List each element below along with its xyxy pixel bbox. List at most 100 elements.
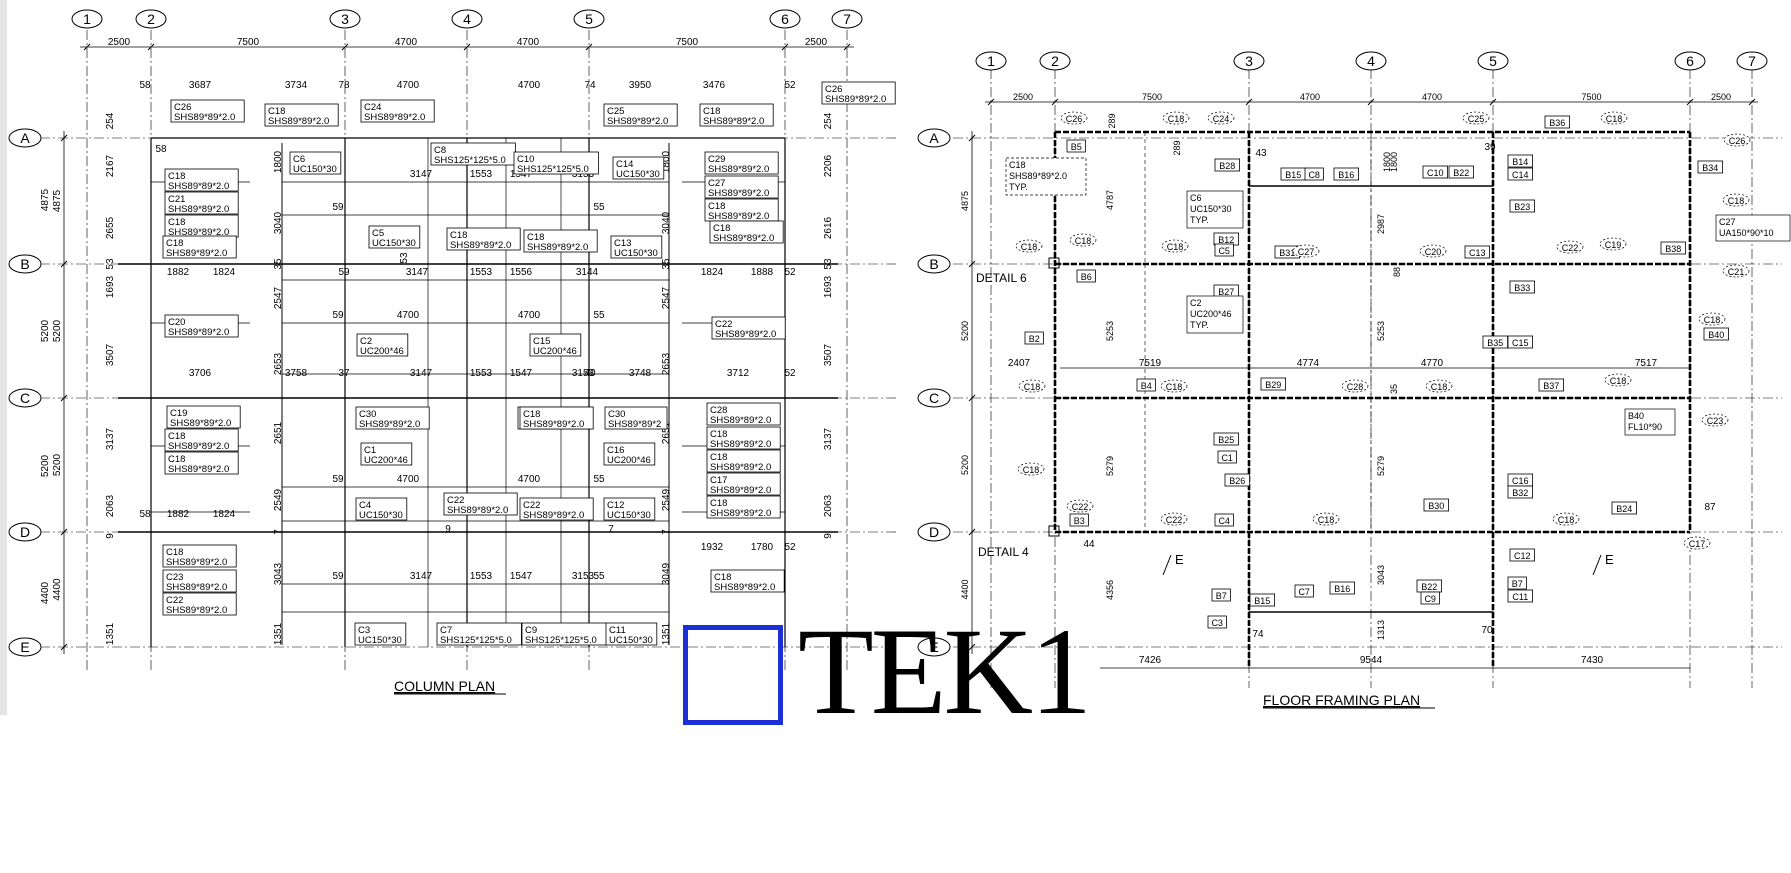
fp-bay-dimension-x: 7500 <box>1142 92 1162 102</box>
fp-bay-dimension-y: 5200 <box>960 321 970 341</box>
beam-tag-box <box>1507 485 1534 499</box>
column-plan-dimension: 59 <box>332 474 344 485</box>
column-ref-bubble <box>1722 193 1750 207</box>
column-plan-dimension-vertical: 4400 <box>40 581 51 604</box>
fp-vertical-dimension: 2987 <box>1376 214 1386 234</box>
column-plan-dimension-vertical: 2063 <box>105 494 116 517</box>
beam-tag-label: C9 <box>1424 594 1436 604</box>
column-ref-label: C18 <box>1704 315 1721 325</box>
fp-bay-dimension-x: 4700 <box>1422 92 1442 102</box>
fp-row-dimension: 2407 <box>1008 358 1031 369</box>
grid-bubble-label-D: D <box>20 524 30 540</box>
column-plan-dimension-vertical: 2655 <box>105 216 116 239</box>
column-plan-dimension-vertical: 2063 <box>823 494 834 517</box>
column-tag-id: C1 <box>364 445 376 456</box>
column-tag-size: SHS125*125*5.0 <box>440 635 512 646</box>
column-tag-size: UC150*30 <box>372 238 416 249</box>
fp-grid-bubble-label-3: 3 <box>1245 53 1253 69</box>
column-plan-dimension: 3950 <box>629 80 652 91</box>
fp-bay-dimension-x: 2500 <box>1013 92 1033 102</box>
beam-tag-label: B37 <box>1543 381 1559 391</box>
note-line: UC150*30 <box>1190 204 1232 214</box>
fp-bay-dimension-y: 5200 <box>960 455 970 475</box>
column-tag-box <box>706 402 781 426</box>
column-plan-small-mark: 53 <box>399 252 410 264</box>
column-plan-dimension: 3748 <box>629 368 652 379</box>
dimension-tick <box>968 134 976 142</box>
column-plan-dimension-vertical: 4875 <box>40 188 51 211</box>
column-tag-size: SHS89*89*2.0 <box>359 419 420 430</box>
fp-grid-bubble-label-E: E <box>929 639 938 655</box>
beam-tag-label: C15 <box>1512 338 1529 348</box>
column-plan-dimension: 3758 <box>285 368 308 379</box>
fp-grid-bubble-label-D: D <box>929 524 939 540</box>
column-tag-size: SHS89*89*2.0 <box>166 605 227 616</box>
column-tag-box <box>605 622 658 646</box>
left-window-edge <box>0 0 7 715</box>
column-plan-dimension: 59 <box>332 310 344 321</box>
fp-vertical-dimension: 289 <box>1172 140 1182 155</box>
beam-tag-box <box>1464 245 1491 259</box>
beam-tag-box <box>1448 165 1475 179</box>
column-plan-dimension-vertical: 53 <box>105 258 116 270</box>
column-tag-size: SHS125*125*5.0 <box>517 164 589 175</box>
fp-vertical-dimension: 5279 <box>1376 456 1386 476</box>
fp-bay-dimension-x: 7500 <box>1581 92 1601 102</box>
beam-tag-label: B2 <box>1029 334 1040 344</box>
note-line: FL10*90 <box>1628 422 1662 432</box>
column-plan-dimension-vertical: 2547 <box>661 286 672 309</box>
column-tag-id: C4 <box>359 500 371 511</box>
column-plan-dimension-vertical: 3507 <box>823 343 834 366</box>
grid-bubble-2 <box>135 9 167 29</box>
column-plan-dimension-vertical: 2167 <box>105 154 116 177</box>
dimension-tick <box>1686 98 1694 106</box>
bay-dimension-x: 4700 <box>395 37 418 48</box>
column-tag-size: SHS89*89*2 <box>608 419 661 430</box>
column-plan-dimension-vertical: 35 <box>661 258 672 270</box>
bay-dimension-y: 4400 <box>52 578 63 601</box>
beam-tag-label: C7 <box>1298 587 1310 597</box>
beam-tag-box <box>1249 593 1276 607</box>
member-tags: C26SHS89*89*2.0C18SHS89*89*2.0C24SHS89*8… <box>162 81 896 646</box>
note-box <box>1186 295 1244 334</box>
beam-tag-label: C5 <box>1218 246 1230 256</box>
column-tag-box <box>610 235 663 259</box>
column-ref-label: C18 <box>1021 242 1038 252</box>
column-tag-id: C18 <box>168 454 185 465</box>
beam-tag-box <box>1703 327 1730 341</box>
column-tag-id: C17 <box>710 475 727 486</box>
column-tag-box <box>166 405 241 429</box>
fp-row-dimension: 7517 <box>1635 358 1658 369</box>
grid-bubble-label-2: 2 <box>147 11 155 27</box>
column-plan-dimension: 55 <box>593 474 605 485</box>
column-tag-box <box>529 333 582 357</box>
beam-tag-box <box>1294 584 1314 598</box>
beam-tag-box <box>1420 591 1440 605</box>
fp-vertical-dimension: 88 <box>1392 267 1402 277</box>
column-tag-id: C18 <box>527 232 544 243</box>
column-plan-dimension: 55 <box>593 571 605 582</box>
column-tag-box <box>519 497 594 521</box>
beam-tag-label: B22 <box>1421 582 1437 592</box>
column-tag-box <box>162 569 237 593</box>
column-tag-box <box>356 333 409 357</box>
note-box <box>1005 157 1087 196</box>
fp-bay-dimension-x: 4700 <box>1300 92 1320 102</box>
column-plan-dimension: 4700 <box>397 80 420 91</box>
column-plan-dimension-vertical: 2206 <box>823 154 834 177</box>
column-ref-bubble <box>1722 264 1750 278</box>
dimension-tick <box>843 43 851 51</box>
column-ref-bubble <box>1018 379 1046 393</box>
beam-tag-box <box>1507 167 1534 181</box>
column-tag-size: SHS89*89*2.0 <box>523 419 584 430</box>
column-tag-id: C19 <box>170 408 187 419</box>
bay-dimension-x: 2500 <box>108 37 131 48</box>
grid-bubble-7 <box>831 9 863 29</box>
column-ref-label: C18 <box>1166 382 1183 392</box>
column-plan-dimension: 4700 <box>397 310 420 321</box>
column-plan-dimension-vertical: 254 <box>105 112 116 129</box>
column-ref-label: C18 <box>1167 242 1184 252</box>
fp-small-dimension: 43 <box>1255 148 1267 159</box>
column-ref-bubble <box>1160 379 1188 393</box>
note-line: TYP. <box>1190 320 1209 330</box>
